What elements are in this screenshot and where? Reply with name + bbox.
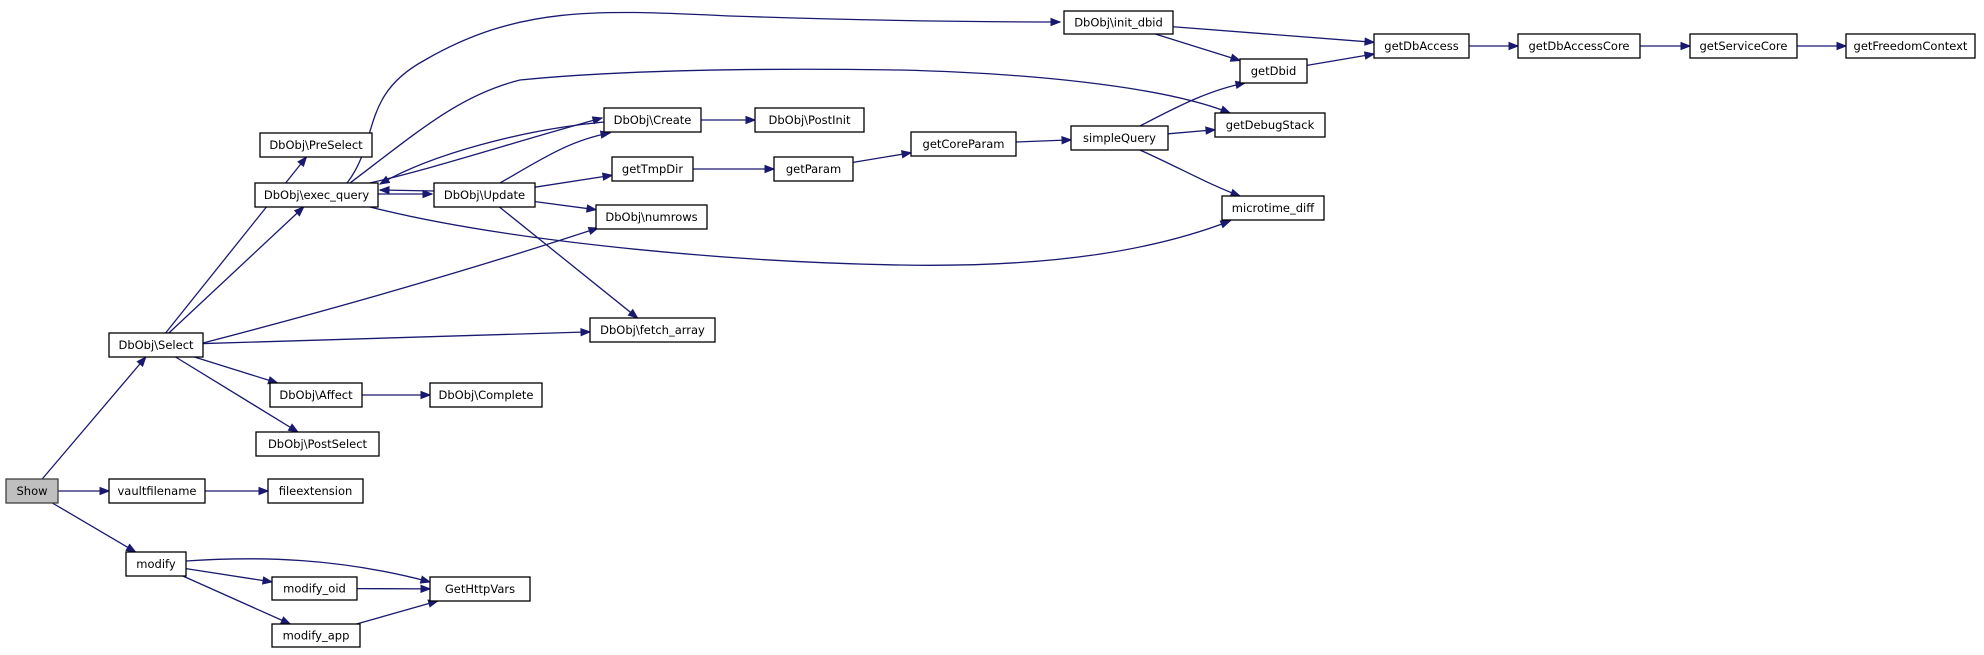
edges-layer [41, 11, 1848, 625]
node-getparam-label: getParam [786, 162, 841, 176]
node-fileextension-label: fileextension [279, 484, 353, 498]
node-postselect-label: DbObj\PostSelect [268, 437, 368, 451]
node-getcoreparam[interactable]: getCoreParam [910, 131, 1017, 157]
node-getdbaccesscore-label: getDbAccessCore [1528, 39, 1629, 53]
node-select-label: DbObj\Select [118, 338, 194, 352]
edge-exec_query-to-microtime_diff [369, 206, 1232, 266]
edge-create-to-exec_query [378, 121, 605, 185]
node-gettmpdir[interactable]: getTmpDir [611, 156, 694, 182]
edge-init_dbid-to-getdbid [1155, 33, 1242, 62]
node-create-label: DbObj\Create [614, 113, 692, 127]
edge-select-to-fetch_array [202, 327, 592, 345]
node-modify_oid[interactable]: modify_oid [271, 576, 358, 601]
edge-update-to-fetch_array [499, 206, 639, 319]
edge-show-to-modify [52, 502, 137, 553]
node-fetch_array-label: DbObj\fetch_array [600, 323, 705, 337]
node-postselect[interactable]: DbObj\PostSelect [255, 431, 380, 457]
node-getdbid[interactable]: getDbid [1239, 58, 1308, 84]
edge-getservicecore-to-getfreedomcontext [1797, 41, 1848, 51]
node-modify_app-label: modify_app [283, 629, 350, 643]
node-create[interactable]: DbObj\Create [603, 107, 702, 133]
edge-vaultfilename-to-fileextension [205, 486, 270, 496]
edge-select-to-exec_query [168, 206, 305, 334]
edge-select-to-numrows [202, 226, 600, 344]
edge-create-to-postinit [701, 115, 757, 125]
edge-modify-to-modify_oid [185, 567, 274, 585]
node-getdbaccesscore[interactable]: getDbAccessCore [1517, 33, 1641, 59]
edge-select-to-postselect [175, 356, 300, 433]
node-preselect[interactable]: DbObj\PreSelect [259, 132, 373, 158]
node-complete[interactable]: DbObj\Complete [429, 382, 543, 408]
edge-getparam-to-getcoreparam [852, 150, 913, 164]
node-getdebugstack[interactable]: getDebugStack [1214, 112, 1326, 138]
edge-getdbaccess-to-getdbaccesscore [1469, 41, 1520, 51]
edge-update-to-numrows [534, 201, 598, 213]
node-numrows[interactable]: DbObj\numrows [595, 204, 708, 230]
edge-modify_oid-to-gethttpvars [356, 584, 432, 594]
node-numrows-label: DbObj\numrows [605, 210, 697, 224]
node-getservicecore[interactable]: getServiceCore [1689, 33, 1798, 59]
node-select[interactable]: DbObj\Select [108, 332, 204, 358]
node-update[interactable]: DbObj\Update [433, 182, 536, 208]
node-preselect-label: DbObj\PreSelect [269, 138, 363, 152]
edge-exec_query-to-init_dbid [346, 11, 1062, 184]
node-gethttpvars[interactable]: GetHttpVars [429, 576, 531, 602]
node-modify_app[interactable]: modify_app [271, 623, 361, 648]
node-getdbaccess-label: getDbAccess [1384, 39, 1458, 53]
node-init_dbid[interactable]: DbObj\init_dbid [1063, 10, 1174, 35]
edge-getdbid-to-getdbaccess [1306, 51, 1376, 66]
node-init_dbid-label: DbObj\init_dbid [1074, 16, 1163, 30]
node-fileextension[interactable]: fileextension [267, 478, 364, 504]
node-getdebugstack-label: getDebugStack [1226, 118, 1315, 132]
node-modify-label: modify [136, 557, 176, 571]
edge-update-to-create [499, 130, 612, 184]
node-affect[interactable]: DbObj\Affect [269, 382, 363, 408]
node-microtime_diff[interactable]: microtime_diff [1221, 195, 1325, 221]
node-microtime_diff-label: microtime_diff [1232, 201, 1315, 215]
edge-simplequery-to-microtime_diff [1139, 149, 1242, 197]
node-gethttpvars-label: GetHttpVars [445, 582, 515, 596]
edge-affect-to-complete [362, 390, 432, 400]
edge-show-to-vaultfilename [58, 486, 111, 496]
node-postinit[interactable]: DbObj\PostInit [754, 107, 865, 133]
node-postinit-label: DbObj\PostInit [768, 113, 851, 127]
node-getcoreparam-label: getCoreParam [923, 137, 1005, 151]
node-gettmpdir-label: getTmpDir [622, 162, 683, 176]
edge-exec_query-to-update [378, 189, 434, 199]
node-vaultfilename-label: vaultfilename [118, 484, 197, 498]
edge-select-to-affect [194, 356, 279, 385]
edge-modify-to-gethttpvars [185, 558, 432, 584]
node-show[interactable]: Show [5, 478, 59, 504]
node-getdbaccess[interactable]: getDbAccess [1373, 33, 1470, 59]
node-getfreedomcontext-label: getFreedomContext [1854, 39, 1968, 53]
edge-init_dbid-to-getdbaccess [1172, 26, 1376, 46]
node-getparam[interactable]: getParam [773, 156, 854, 182]
node-update-label: DbObj\Update [444, 188, 525, 202]
node-exec_query-label: DbObj\exec_query [264, 188, 369, 202]
nodes-layer: Show vaultfilename fileextension modify modi… [5, 10, 1976, 648]
node-simplequery[interactable]: simpleQuery [1070, 125, 1169, 151]
node-modify[interactable]: modify [125, 551, 187, 577]
node-getfreedomcontext[interactable]: getFreedomContext [1845, 33, 1976, 59]
node-show-label: Show [16, 484, 47, 498]
edge-simplequery-to-getdebugstack [1167, 126, 1217, 135]
edge-getcoreparam-to-simplequery [1015, 136, 1073, 145]
node-complete-label: DbObj\Complete [439, 388, 534, 402]
edge-modify-to-modify_app [182, 575, 292, 625]
node-affect-label: DbObj\Affect [279, 388, 353, 402]
node-getservicecore-label: getServiceCore [1699, 39, 1787, 53]
edge-modify_app-to-gethttpvars [356, 599, 440, 625]
node-modify_oid-label: modify_oid [283, 582, 346, 596]
edge-gettmpdir-to-getparam [693, 164, 776, 174]
node-exec_query[interactable]: DbObj\exec_query [254, 182, 379, 208]
edge-update-to-gettmpdir [534, 172, 614, 188]
node-vaultfilename[interactable]: vaultfilename [108, 478, 206, 504]
edge-getdbaccesscore-to-getservicecore [1640, 41, 1692, 51]
edge-show-to-select [41, 355, 147, 480]
node-getdbid-label: getDbid [1251, 64, 1297, 78]
edge-update-to-exec_query [378, 185, 435, 195]
node-fetch_array[interactable]: DbObj\fetch_array [589, 317, 716, 343]
node-simplequery-label: simpleQuery [1083, 131, 1156, 145]
